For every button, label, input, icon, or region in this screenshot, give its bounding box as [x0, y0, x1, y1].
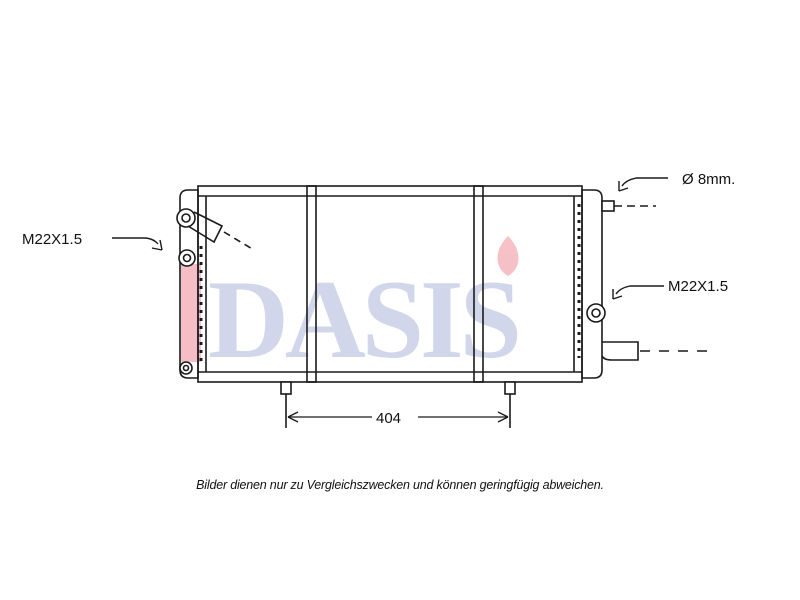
- left-thread-fitting: [178, 249, 196, 267]
- mounting-pin-right: [504, 381, 516, 428]
- watermark-text: DASIS: [208, 258, 518, 382]
- mounting-pin-left: [280, 381, 292, 428]
- left-thread-label: M22X1.5: [22, 231, 82, 248]
- pipe-diameter-label: Ø 8mm.: [682, 171, 735, 188]
- right-thread-arrow: [612, 285, 664, 300]
- pipe-diameter-arrow: [618, 177, 668, 192]
- left-tank-tint: [181, 264, 201, 362]
- small-pipe: [601, 200, 656, 212]
- support-band-right: [473, 185, 484, 383]
- disclaimer-text: Bilder dienen nur zu Vergleichszwecken u…: [196, 478, 604, 492]
- drain-plug: [179, 361, 193, 375]
- watermark-accent-drop: [497, 236, 519, 276]
- right-thread-fitting: [586, 303, 606, 323]
- outlet-pipe: [601, 341, 710, 361]
- support-band-left: [306, 185, 317, 383]
- radiator-core: [197, 185, 583, 383]
- dimension-line: [287, 411, 509, 423]
- radiator-drawing: [112, 177, 710, 428]
- mount-spacing-label: 404: [376, 410, 401, 427]
- left-thread-arrow: [112, 237, 163, 251]
- watermark-logo: DASIS: [208, 236, 522, 382]
- right-thread-label: M22X1.5: [668, 278, 728, 295]
- right-tank: [581, 189, 603, 379]
- filler-neck: [176, 208, 255, 251]
